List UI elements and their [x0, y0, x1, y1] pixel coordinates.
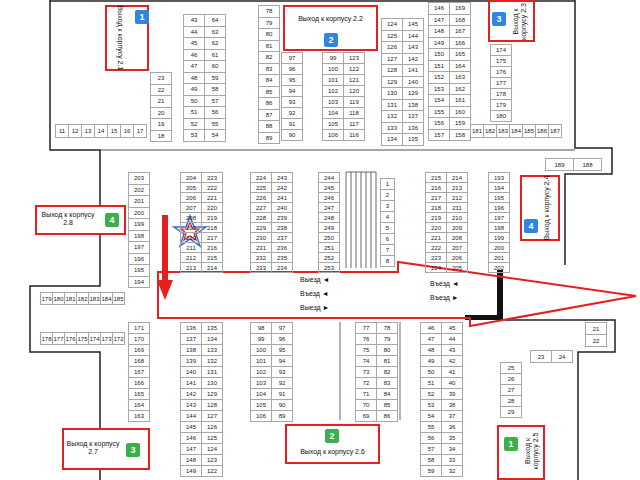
marker-number: 3 — [126, 443, 140, 457]
stall-number: 185 — [522, 124, 536, 138]
wall — [50, 0, 100, 165]
marker-number: 1 — [135, 10, 149, 24]
exit-box: Выход к корпусу 2.51 — [497, 425, 545, 480]
stall-number: 181 — [470, 124, 484, 138]
stall-number: 12 — [68, 124, 82, 138]
marker-number: 2 — [325, 429, 339, 443]
driveway-sign: Выезд ► — [298, 303, 331, 312]
exit-marker: 1 — [504, 437, 518, 451]
stall-number: 89 — [258, 132, 280, 145]
stall-number: 90 — [281, 129, 303, 141]
exit-marker: 2 — [325, 429, 339, 443]
stall-number: 54 — [204, 129, 226, 142]
route-arrow — [162, 215, 168, 281]
driveway-sign: Въезд ◄ — [298, 289, 331, 298]
exit-label: Выход к корпусу 2.3 — [504, 0, 533, 42]
exit-box: Выход к корпусу 2.2 2 — [283, 5, 378, 51]
stall-number: 189 — [545, 158, 574, 171]
exit-marker: 4 — [524, 219, 538, 233]
marker-number: 4 — [524, 219, 538, 233]
stall-number: 89 — [271, 410, 293, 422]
exit-box: Выход к корпусу 2.44 — [520, 175, 560, 241]
stall-number: 188 — [573, 158, 602, 171]
stall-number: 233 — [250, 262, 272, 273]
stall-number: 194 — [128, 276, 150, 289]
stall-number: 122 — [201, 465, 223, 477]
exit-label: Выход к корпусу 2.6 — [289, 444, 376, 460]
exit-label: Выход к корпусу 2.7 — [65, 434, 121, 462]
driveway-sign: Въезд ◄ — [428, 279, 461, 288]
exit-label: Выход к корпусу 2.2 — [287, 10, 374, 27]
exit-box: Выход к корпусу 2.8 4 — [35, 205, 126, 235]
stall-number: 116 — [343, 129, 365, 141]
stall-number: 234 — [271, 262, 293, 273]
driveway-sign: Выезд ◄ — [298, 275, 331, 284]
exit-label: Выход к корпусу 2.5 — [519, 425, 543, 476]
exit-marker: 4 — [105, 213, 119, 227]
stall-number: 202 — [488, 262, 510, 273]
stall-number: 187 — [548, 124, 562, 138]
stall-number: 59 — [420, 465, 442, 477]
stall-number: 224 — [425, 262, 447, 273]
stall-number: 184 — [509, 124, 523, 138]
stall-number: 205 — [446, 262, 468, 273]
stall-number: 32 — [441, 465, 463, 477]
stall-number: 134 — [381, 133, 403, 146]
stall-number: 182 — [483, 124, 497, 138]
exit-box: Выход к корпусу 2.33 — [488, 0, 535, 42]
stall-number: 23 — [530, 350, 552, 363]
driveway-sign: Въезд ► — [428, 293, 461, 302]
exit-label: Выход к корпусу 2.8 — [38, 207, 98, 231]
stall-number: 183 — [496, 124, 510, 138]
stall-number: 18 — [150, 130, 172, 143]
stall-number: 106 — [250, 410, 272, 422]
route-arrow — [158, 262, 636, 326]
wall — [100, 150, 575, 151]
marker-number: 4 — [105, 213, 119, 227]
stall-number: 185 — [112, 292, 125, 305]
stall-number: 106 — [322, 129, 344, 141]
exit-box: Выход к корпусу 2.7 3 — [62, 428, 150, 470]
exit-marker: 3 — [492, 12, 506, 26]
exit-marker: 3 — [126, 443, 140, 457]
stall-number: 17 — [133, 124, 147, 138]
walls — [30, 0, 615, 480]
exit-box: Выход к корпусу 2.62 — [285, 424, 380, 464]
marker-number: 1 — [504, 437, 518, 451]
stall-number: 180 — [490, 110, 512, 122]
stall-number: 8 — [380, 255, 395, 267]
exit-label: Выход к корпусу 2.1 — [105, 5, 135, 71]
stall-number: 11 — [55, 124, 69, 138]
stall-number: 14 — [94, 124, 108, 138]
stall-number: 24 — [551, 350, 573, 363]
exit-label: Выход к корпусу 2.4 — [536, 175, 558, 241]
stall-number: 53 — [183, 129, 205, 142]
stall-number: 69 — [355, 410, 377, 422]
stall-number: 213 — [180, 262, 202, 273]
stall-number: 15 — [107, 124, 121, 138]
exit-marker: 1 — [135, 10, 149, 24]
stall-number: 214 — [201, 262, 223, 273]
stall-number: 149 — [180, 465, 202, 477]
stall-number: 157 — [428, 129, 450, 142]
wall — [565, 0, 612, 265]
stall-number: 86 — [376, 410, 398, 422]
stall-number: 172 — [112, 332, 125, 345]
exit-box: Выход к корпусу 2.11 — [105, 5, 149, 71]
ramp-stripes — [340, 172, 400, 420]
stall-number: 186 — [535, 124, 549, 138]
exit-marker: 2 — [324, 33, 338, 47]
stall-number: 16 — [120, 124, 134, 138]
stall-number: 163 — [128, 410, 150, 422]
marker-number: 2 — [324, 33, 338, 47]
stall-number: 253 — [318, 262, 340, 273]
stall-number: 29 — [500, 406, 522, 418]
stall-number: 135 — [402, 133, 424, 146]
marker-number: 3 — [492, 12, 506, 26]
stall-number: 158 — [449, 129, 471, 142]
route-arrow — [157, 280, 173, 300]
stall-number: 22 — [585, 334, 607, 347]
stall-number: 13 — [81, 124, 95, 138]
